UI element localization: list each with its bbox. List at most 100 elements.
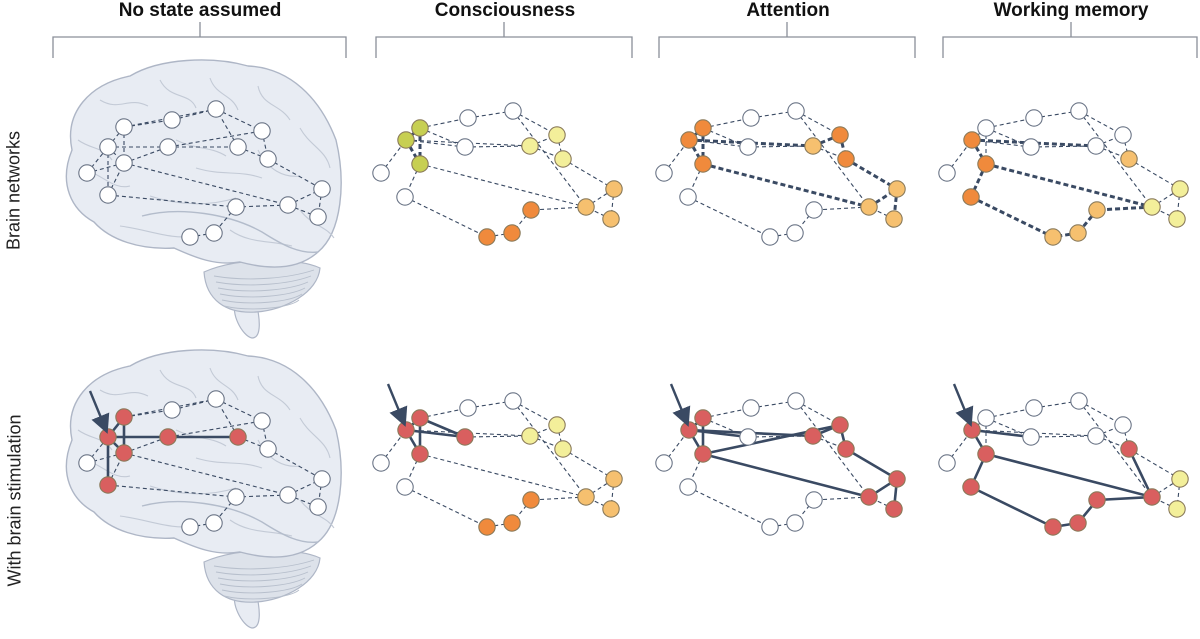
cerebellum-fold-top-1 xyxy=(215,275,312,286)
network-edge-c2-top-15 xyxy=(405,139,466,148)
network-node-c2-top-4 xyxy=(411,155,429,173)
network-node-c4-top-10 xyxy=(1120,150,1138,168)
network-node-c4-bottom-8 xyxy=(1087,427,1105,445)
network-node-c2-top-5 xyxy=(456,138,474,156)
network-edge-c3-bottom-6 xyxy=(845,447,898,481)
network-node-c1-top-4 xyxy=(163,111,181,129)
network-edge-c4-bottom-22 xyxy=(1078,400,1153,498)
network-node-c4-bottom-1 xyxy=(962,478,980,496)
network-edge-c1-bottom-20 xyxy=(167,420,263,438)
network-node-c4-top-12 xyxy=(1143,198,1161,216)
network-edge-c3-top-17 xyxy=(747,145,814,148)
network-edge-c2-top-19 xyxy=(419,163,587,208)
network-edge-c3-top-19 xyxy=(702,162,870,209)
network-node-c3-bottom-5 xyxy=(739,428,757,446)
network-node-c4-top-2 xyxy=(977,119,995,137)
network-edge-c1-bottom-22 xyxy=(107,484,237,498)
network-edge-c4-top-19 xyxy=(985,162,1153,209)
network-node-c1-bottom-0 xyxy=(78,454,96,472)
brain-outline-bottom xyxy=(65,349,342,558)
network-node-c4-bottom-15 xyxy=(1069,514,1087,532)
network-edge-c4-top-9 xyxy=(1151,188,1181,208)
network-node-c1-bottom-1 xyxy=(99,428,117,446)
network-node-c1-bottom-13 xyxy=(227,488,245,506)
network-node-c4-bottom-14 xyxy=(1088,491,1106,509)
network-node-c3-bottom-14 xyxy=(805,491,823,509)
network-node-c1-bottom-15 xyxy=(181,518,199,536)
network-edge-c4-bottom-7 xyxy=(1176,478,1181,510)
network-node-c3-top-11 xyxy=(888,180,906,198)
network-edge-c1-bottom-8 xyxy=(287,494,319,508)
brain-gyrus-top-4 xyxy=(299,127,331,169)
network-edge-c2-top-9 xyxy=(585,188,615,208)
network-node-c3-bottom-16 xyxy=(761,518,779,536)
column-bracket-2 xyxy=(658,22,916,58)
brain-gyrus-bottom-0 xyxy=(99,389,149,397)
network-edge-c1-bottom-6 xyxy=(267,448,323,480)
network-node-c3-top-9 xyxy=(831,126,849,144)
network-edge-c4-bottom-17 xyxy=(1030,435,1097,438)
network-node-c2-bottom-5 xyxy=(456,428,474,446)
stimulation-arrow-c2-bottom xyxy=(386,383,408,427)
network-edge-c1-bottom-26 xyxy=(123,398,217,418)
network-node-c2-top-1 xyxy=(396,188,414,206)
network-node-c1-top-5 xyxy=(159,138,177,156)
network-node-c4-top-15 xyxy=(1069,224,1087,242)
network-edge-c3-top-22 xyxy=(795,110,870,208)
network-edge-c1-top-22 xyxy=(107,194,237,208)
network-node-c3-bottom-3 xyxy=(680,421,698,439)
network-node-c3-bottom-13 xyxy=(885,500,903,518)
network-node-c2-top-12 xyxy=(577,198,595,216)
network-node-c2-top-3 xyxy=(397,131,415,149)
network-node-c1-top-1 xyxy=(99,138,117,156)
cerebellum-top xyxy=(203,259,321,313)
network-node-c2-bottom-13 xyxy=(602,500,620,518)
network-node-c2-bottom-15 xyxy=(503,514,521,532)
network-edge-c3-bottom-22 xyxy=(795,400,870,498)
network-node-c4-top-14 xyxy=(1088,201,1106,219)
network-node-c3-top-15 xyxy=(786,224,804,242)
brain-gyrus-bottom-4 xyxy=(299,417,331,459)
network-node-c2-bottom-10 xyxy=(554,440,572,458)
network-edge-c2-top-20 xyxy=(404,196,488,238)
network-edge-c4-top-22 xyxy=(1078,110,1153,208)
cerebellum-fold-bottom-5 xyxy=(223,589,300,600)
network-node-c2-bottom-6 xyxy=(459,399,477,417)
network-node-c2-bottom-14 xyxy=(522,491,540,509)
network-node-c3-top-1 xyxy=(679,188,697,206)
network-node-c1-top-12 xyxy=(279,196,297,214)
lateral-sulcus-bottom xyxy=(141,501,319,543)
network-node-c2-top-9 xyxy=(548,126,566,144)
network-edge-c2-top-22 xyxy=(512,110,587,208)
network-edge-c1-top-6 xyxy=(267,158,323,190)
network-node-c4-bottom-9 xyxy=(1114,416,1132,434)
network-edge-c2-bottom-7 xyxy=(610,478,615,510)
brain-gyrus-top-0 xyxy=(99,99,149,107)
network-edge-c1-bottom-23 xyxy=(237,436,269,450)
network-node-c4-bottom-0 xyxy=(938,454,956,472)
network-node-c4-bottom-2 xyxy=(977,409,995,427)
network-node-c2-top-11 xyxy=(605,180,623,198)
network-node-c4-top-13 xyxy=(1168,210,1186,228)
network-edge-c1-bottom-0 xyxy=(86,436,109,464)
network-edge-c2-bottom-19 xyxy=(419,453,587,498)
network-node-c2-bottom-3 xyxy=(397,421,415,439)
network-node-c1-bottom-16 xyxy=(99,476,117,494)
network-edge-c2-bottom-20 xyxy=(404,486,488,528)
network-node-c2-bottom-0 xyxy=(372,454,390,472)
stimulation-edge-c4-bottom-7 xyxy=(1127,448,1154,498)
cerebellum-fold-bottom-3 xyxy=(219,577,306,588)
network-node-c3-bottom-0 xyxy=(655,454,673,472)
network-node-c2-top-15 xyxy=(503,224,521,242)
network-node-c4-bottom-7 xyxy=(1070,392,1088,410)
column-bracket-1 xyxy=(375,22,633,58)
network-node-c2-bottom-4 xyxy=(411,445,429,463)
network-edge-c4-top-17 xyxy=(1030,145,1097,148)
network-node-c1-bottom-6 xyxy=(207,390,225,408)
network-node-c3-bottom-12 xyxy=(860,488,878,506)
network-node-c3-bottom-2 xyxy=(694,409,712,427)
network-node-c4-bottom-4 xyxy=(977,445,995,463)
lateral-sulcus-top xyxy=(141,211,319,253)
network-node-c2-bottom-2 xyxy=(411,409,429,427)
